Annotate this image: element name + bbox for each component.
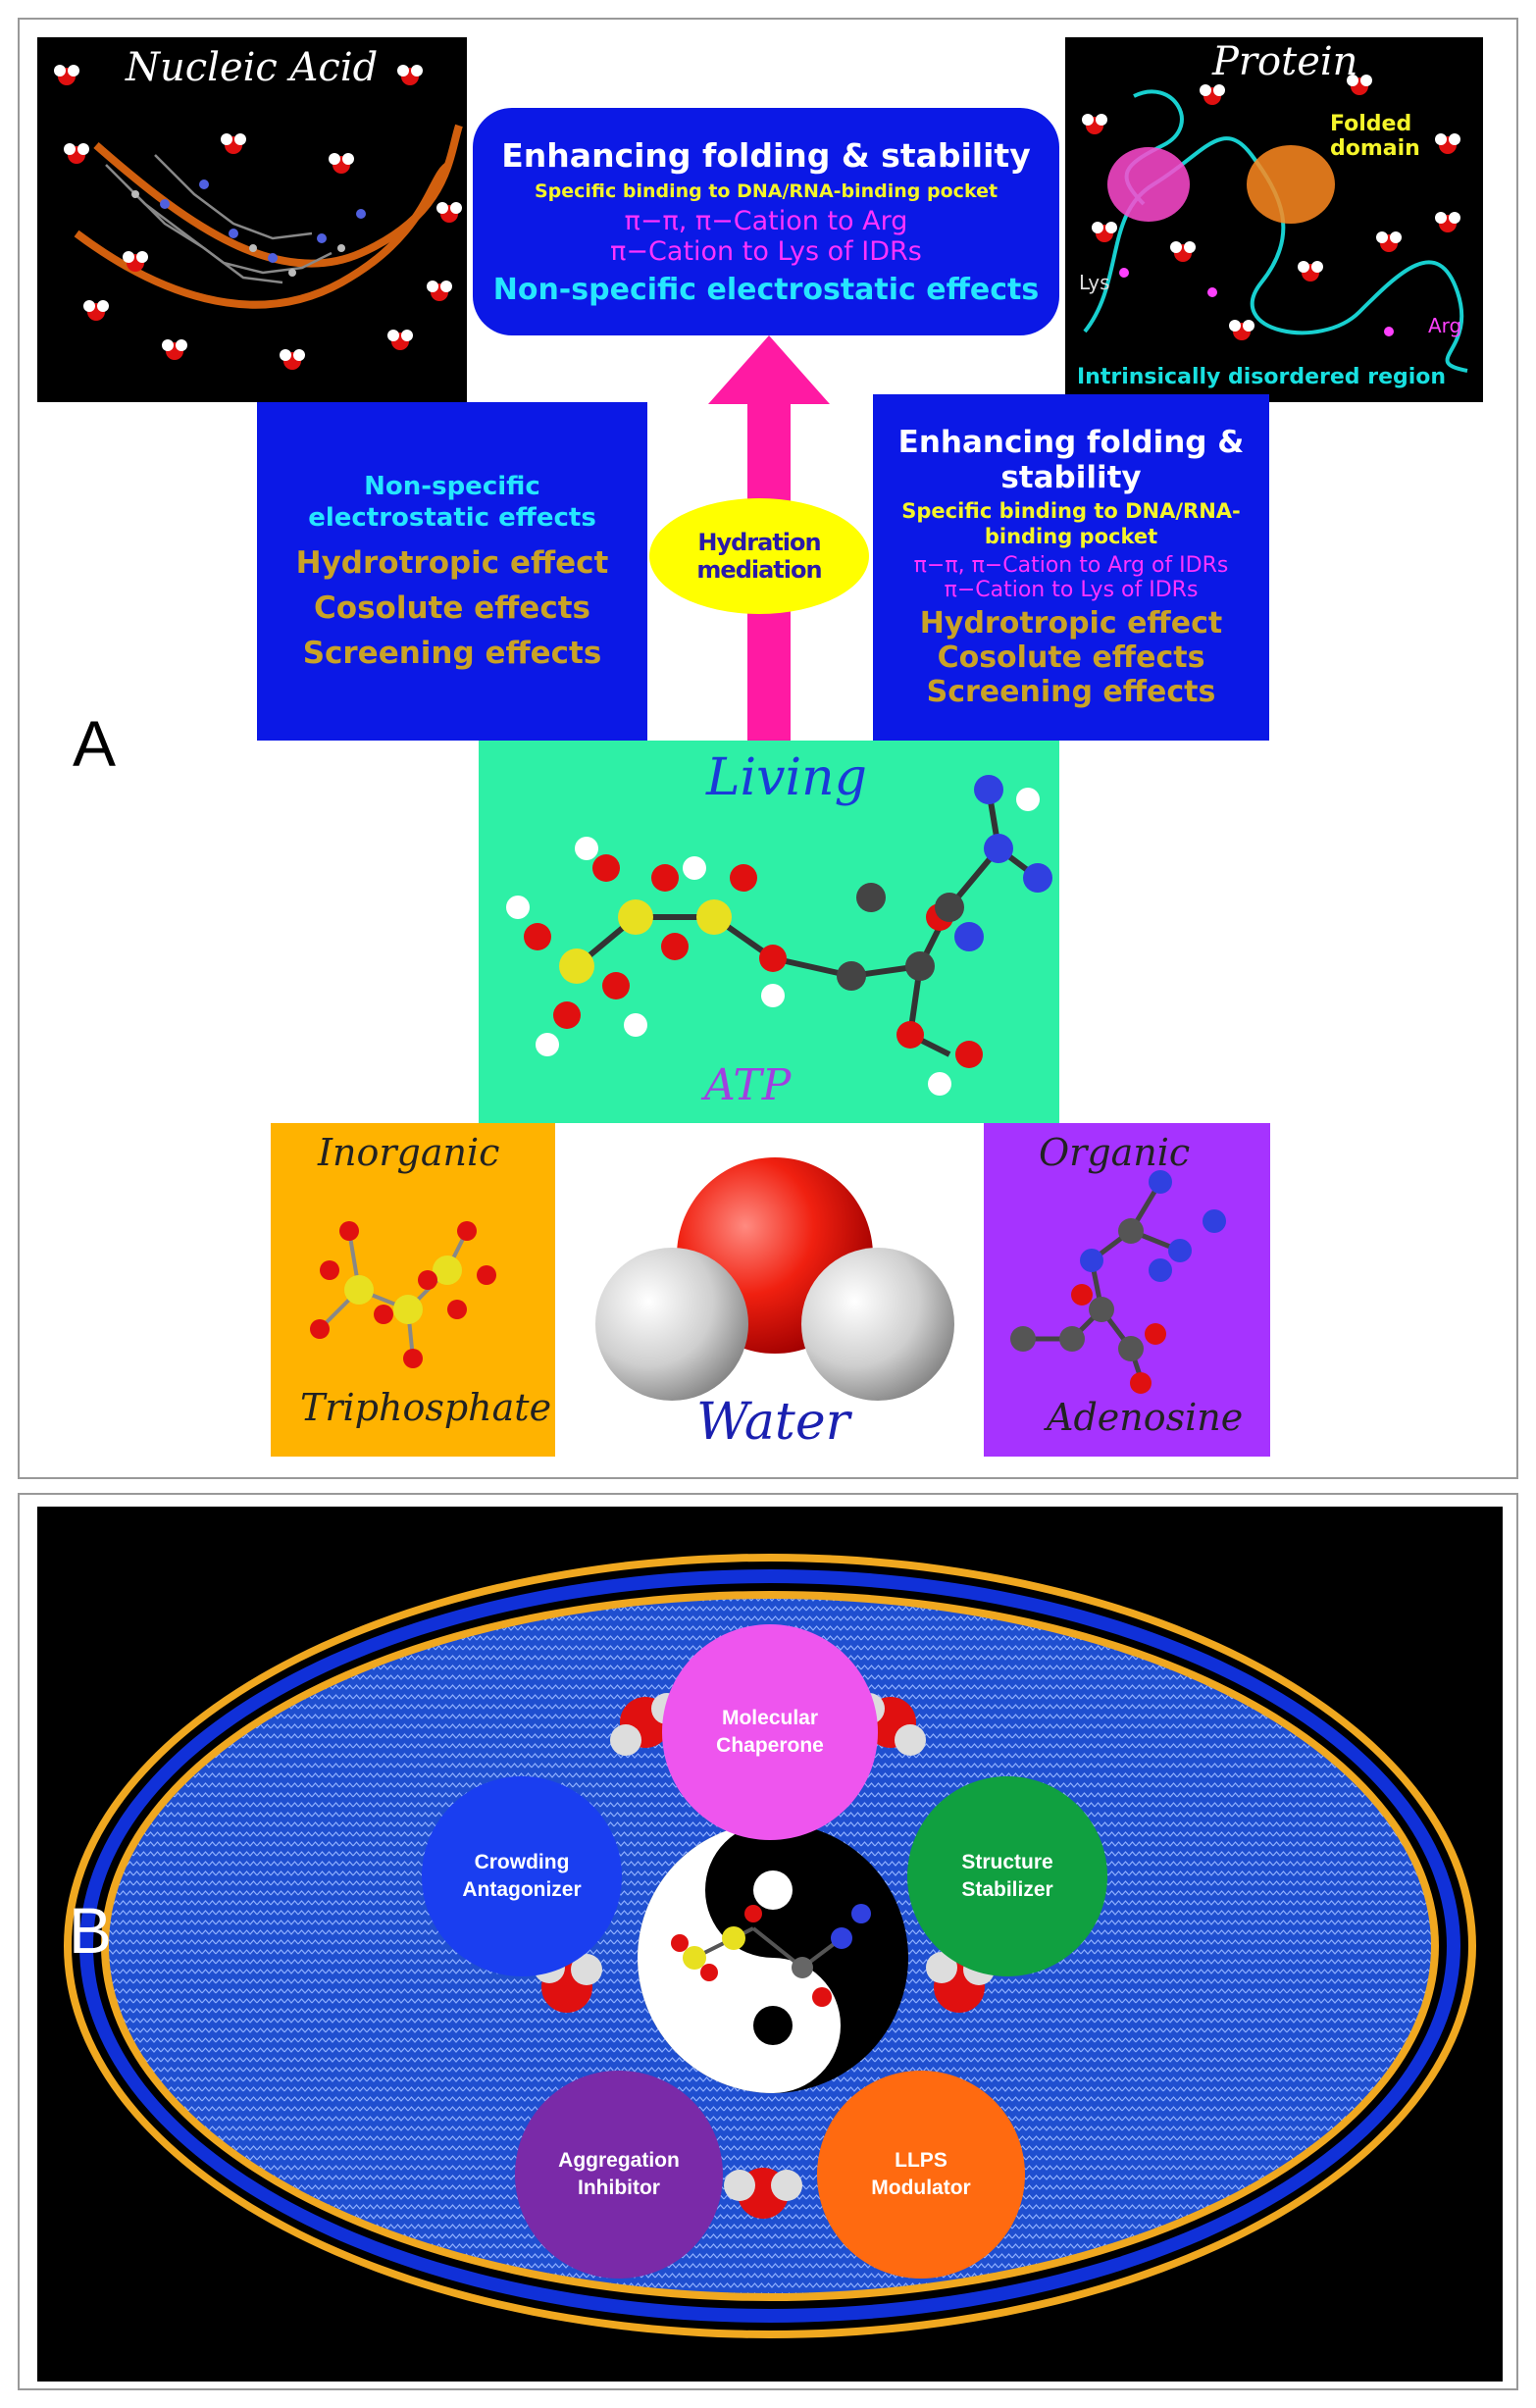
hydration-mediation-badge: Hydration mediation: [649, 498, 869, 614]
inorganic-box: Inorganic Triphosphate: [271, 1123, 555, 1457]
left-box-screening: Screening effects: [302, 635, 602, 671]
water-molecule: [595, 1157, 954, 1401]
molecular-chaperone-label: Molecular Chaperone: [716, 1706, 824, 1757]
molecular-chaperone-circle: Molecular Chaperone: [662, 1624, 878, 1840]
idr-label: Intrinsically disordered region: [1077, 365, 1447, 389]
adenosine-molecule: [1010, 1170, 1226, 1394]
top-box-nonspecific: Non-specific electrostatic effects: [492, 273, 1040, 307]
atp-box: Living ATP: [479, 741, 1059, 1123]
top-box-pi2: π−Cation to Lys of IDRs: [610, 236, 922, 267]
top-box-title: Enhancing folding & stability: [501, 136, 1031, 175]
crowding-antagonizer-label: Crowding Antagonizer: [462, 1850, 582, 1901]
nucleic-acid-title: Nucleic Acid: [126, 45, 379, 90]
right-effects-box: Enhancing folding & stability Specific b…: [873, 394, 1269, 741]
lys-label: Lys: [1079, 271, 1110, 294]
panel-a-letter: A: [73, 707, 117, 780]
living-label: Living: [706, 748, 867, 807]
structure-stabilizer-label: Structure Stabilizer: [961, 1850, 1053, 1901]
atp-molecule: [506, 775, 1052, 1096]
structure-stabilizer-circle: Structure Stabilizer: [907, 1776, 1107, 1976]
atp-label: ATP: [704, 1060, 792, 1110]
phosphate-groups: [559, 899, 732, 984]
right-box-hydrotropic: Hydrotropic effect: [919, 605, 1223, 640]
hydration-mediation-label: Hydration mediation: [696, 529, 822, 584]
organic-box: Organic Adenosine: [984, 1123, 1270, 1457]
protein-title: Protein: [1212, 39, 1358, 84]
nucleic-acid-image: Nucleic Acid: [37, 37, 467, 402]
yin-yang: [638, 1822, 908, 2093]
triphosphate-label: Triphosphate: [300, 1386, 552, 1429]
water-molecules: [54, 65, 462, 370]
right-box-cosolute: Cosolute effects: [937, 640, 1205, 675]
left-effects-box: Non-specific electrostatic effects Hydro…: [257, 402, 647, 741]
right-box-specific: Specific binding to DNA/RNA-binding pock…: [901, 499, 1241, 548]
llps-modulator-label: LLPS Modulator: [871, 2148, 971, 2199]
dna-illustration: [54, 65, 463, 370]
ellipse-diagram: [64, 1554, 1476, 2338]
inorganic-title: Inorganic: [318, 1131, 500, 1174]
arg-label: Arg: [1428, 314, 1462, 337]
left-box-nonspecific: Non-specific electrostatic effects: [308, 472, 596, 533]
crowding-antagonizer-circle: Crowding Antagonizer: [422, 1776, 622, 1976]
panel-b-letter: B: [69, 1894, 113, 1967]
top-box-pi1: π−π, π−Cation to Arg: [624, 206, 908, 236]
right-box-pi2: π−Cation to Lys of IDRs: [944, 577, 1199, 602]
aggregation-inhibitor-label: Aggregation Inhibitor: [558, 2148, 680, 2199]
left-box-hydrotropic: Hydrotropic effect: [295, 544, 609, 581]
panel-b-background: Molecular Chaperone Crowding Antagonizer…: [37, 1507, 1503, 2382]
aggregation-inhibitor-circle: Aggregation Inhibitor: [515, 2071, 723, 2279]
folded-domain-label: Folded domain: [1330, 112, 1420, 161]
protein-illustration: [1082, 75, 1468, 373]
right-box-pi1: π−π, π−Cation to Arg of IDRs: [913, 552, 1229, 578]
top-box-specific: Specific binding to DNA/RNA-binding pock…: [534, 180, 998, 202]
adenosine-label: Adenosine: [1047, 1396, 1244, 1439]
top-effects-box: Enhancing folding & stability Specific b…: [473, 108, 1059, 335]
left-box-cosolute: Cosolute effects: [314, 589, 590, 626]
triphosphate-molecule: [310, 1221, 496, 1368]
folded-domain-orange: [1247, 145, 1335, 224]
organic-title: Organic: [1039, 1131, 1191, 1174]
right-box-screening: Screening effects: [926, 674, 1216, 709]
water-label: Water: [696, 1393, 850, 1452]
llps-modulator-circle: LLPS Modulator: [817, 2071, 1025, 2279]
folded-domain-pink: [1107, 147, 1190, 222]
right-box-title: Enhancing folding & stability: [897, 425, 1245, 495]
protein-image: Protein Folded domain Lys Arg Intrinsica…: [1065, 37, 1483, 402]
